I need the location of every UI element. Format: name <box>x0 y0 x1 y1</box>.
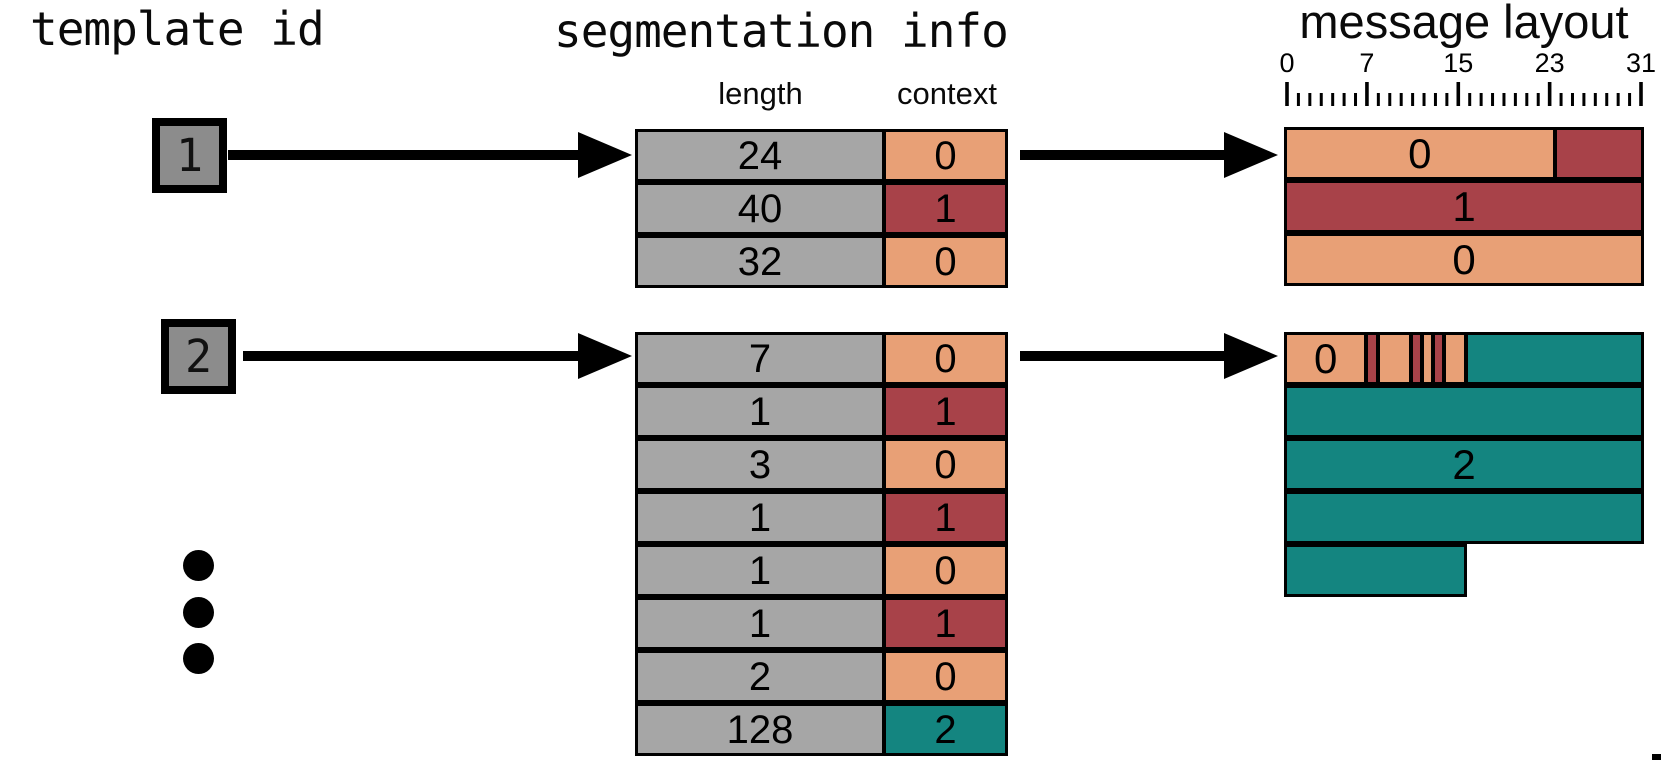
length-cell: 1 <box>638 600 882 647</box>
message-row <box>1284 385 1644 438</box>
context-cell: 1 <box>882 494 1005 541</box>
field-segment <box>1464 335 1641 382</box>
arrow-head-icon <box>578 132 632 178</box>
message-row <box>1284 491 1644 544</box>
context-cell: 1 <box>882 388 1005 435</box>
bit-ruler: 0 7 15 23 31 <box>1279 48 1656 106</box>
bit-ruler-label: 31 <box>1625 48 1657 78</box>
message-row: 1 <box>1284 180 1644 233</box>
length-cell: 32 <box>638 238 882 285</box>
field-segment: 0 <box>1287 236 1641 283</box>
context-cell: 1 <box>882 185 1005 232</box>
arrow-shaft <box>1020 150 1226 160</box>
message-row <box>1284 544 1467 597</box>
context-cell: 0 <box>882 238 1005 285</box>
arrow-shaft <box>228 150 580 160</box>
message-layout-title: message layout <box>1299 0 1629 48</box>
field-segment: 0 <box>1287 335 1365 382</box>
ellipsis-dot <box>183 643 214 674</box>
bit-ruler-label: 0 <box>1279 48 1295 78</box>
length-cell: 1 <box>638 547 882 594</box>
field-segment: 2 <box>1287 441 1641 488</box>
ellipsis-dot <box>183 597 214 628</box>
context-cell: 1 <box>882 600 1005 647</box>
bit-ruler-label: 23 <box>1534 48 1565 78</box>
context-cell: 0 <box>882 653 1005 700</box>
length-column-header: length <box>718 76 803 111</box>
field-segment <box>1408 335 1420 382</box>
arrow-head-icon <box>578 333 632 379</box>
length-cell: 128 <box>638 706 882 753</box>
length-cell: 24 <box>638 132 882 179</box>
message-row: 0 <box>1284 127 1644 180</box>
length-cell: 1 <box>638 494 882 541</box>
field-segment <box>1419 335 1431 382</box>
message-row: 2 <box>1284 438 1644 491</box>
context-column-header: context <box>897 76 997 111</box>
message-row: 0 <box>1284 332 1644 385</box>
field-segment <box>1552 130 1641 177</box>
field-segment <box>1441 335 1464 382</box>
crop-artifact-mark <box>1652 754 1661 760</box>
segmentation-info-title: segmentation info <box>554 4 1009 58</box>
length-cell: 3 <box>638 441 882 488</box>
context-cell: 0 <box>882 132 1005 179</box>
context-cell: 0 <box>882 335 1005 382</box>
bit-ruler-label: 15 <box>1443 48 1474 78</box>
length-cell: 40 <box>638 185 882 232</box>
length-cell: 1 <box>638 388 882 435</box>
length-cell: 7 <box>638 335 882 382</box>
arrow-shaft <box>243 351 580 361</box>
template-box-2: 2 <box>161 319 236 394</box>
bit-ruler-ticks <box>1285 82 1643 106</box>
message-layout-template1: 0 1 0 <box>1284 127 1644 286</box>
field-segment <box>1375 335 1409 382</box>
field-segment <box>1430 335 1442 382</box>
field-segment <box>1287 494 1641 541</box>
context-cell: 0 <box>882 441 1005 488</box>
field-segment <box>1287 547 1464 594</box>
arrow-shaft <box>1020 351 1226 361</box>
context-cell: 0 <box>882 547 1005 594</box>
field-segment <box>1364 335 1376 382</box>
context-cell: 2 <box>882 706 1005 753</box>
field-segment <box>1287 388 1641 435</box>
template-box-1: 1 <box>152 118 227 193</box>
bit-ruler-label: 7 <box>1359 48 1375 78</box>
ellipsis-dot <box>183 550 214 581</box>
arrow-head-icon <box>1224 333 1278 379</box>
length-cell: 2 <box>638 653 882 700</box>
template-id-title: template id <box>30 2 325 56</box>
field-segment: 0 <box>1287 130 1553 177</box>
arrow-head-icon <box>1224 132 1278 178</box>
field-segment: 1 <box>1287 183 1641 230</box>
message-row: 0 <box>1284 233 1644 286</box>
